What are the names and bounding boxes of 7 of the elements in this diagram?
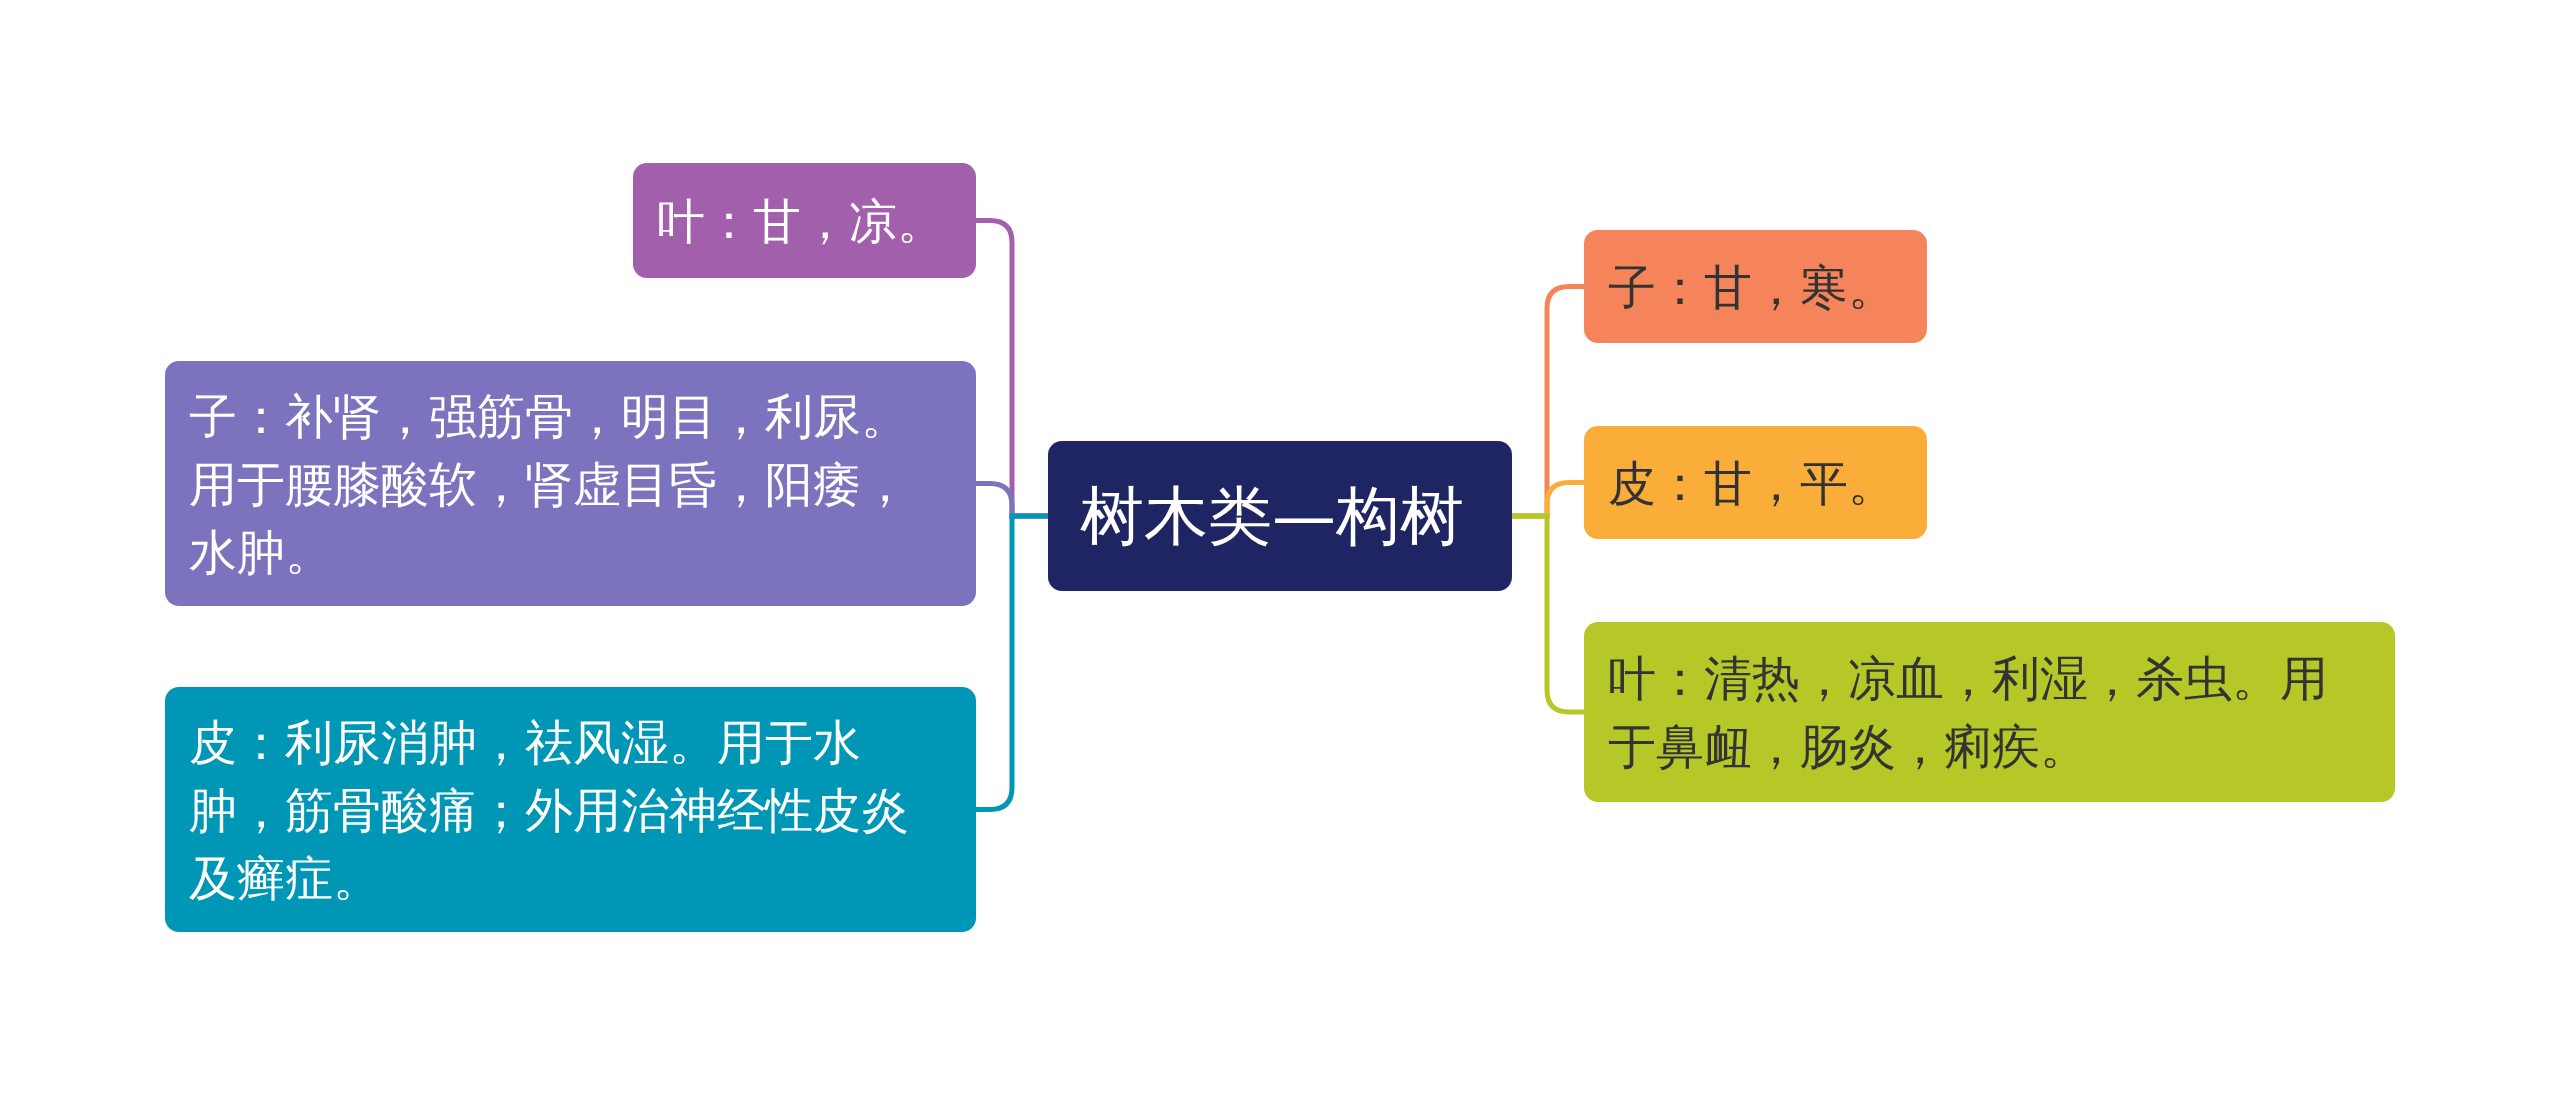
topic-box: 皮：甘，平。 [1584, 426, 1927, 539]
topic-box: 子：补肾，强筋骨，明目，利尿。用于腰膝酸软，肾虚目昏，阳痿，水肿。 [165, 361, 976, 606]
topic-box: 叶：清热，凉血，利湿，杀虫。用于鼻衄，肠炎，痢疾。 [1584, 622, 2395, 802]
topic-box: 子：甘，寒。 [1584, 230, 1927, 343]
topic-box: 皮：利尿消肿，祛风湿。用于水肿，筋骨酸痛；外用治神经性皮炎及癣症。 [165, 687, 976, 932]
topic-box: 叶：甘，凉。 [633, 163, 976, 278]
central-topic-box: 树木类—构树 [1048, 441, 1512, 591]
